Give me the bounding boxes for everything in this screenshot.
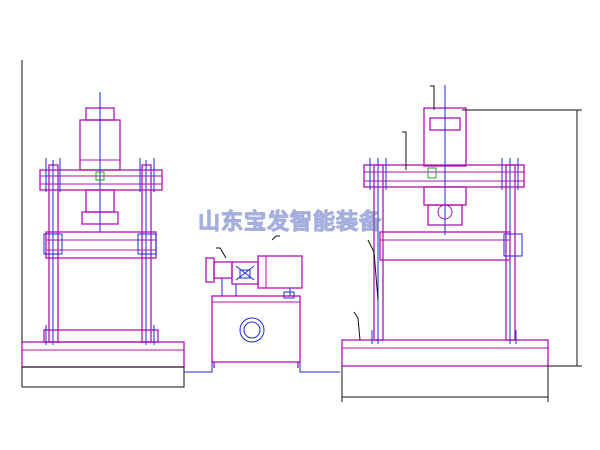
left-press-base	[21, 341, 185, 368]
right-press-base	[341, 339, 549, 367]
hydraulic-motor	[257, 255, 303, 289]
hydraulic-tank	[211, 295, 301, 363]
right-press-center-mark	[427, 167, 437, 179]
valve-block	[213, 261, 233, 279]
right-press	[341, 85, 549, 367]
left-press-foundation	[21, 366, 185, 388]
left-press-ram-plate	[81, 211, 119, 225]
hydraulic-power-unit	[205, 235, 303, 368]
dimension-lines	[21, 60, 582, 402]
watermark-text: 山东宝发智能装备	[198, 210, 383, 236]
left-press	[21, 92, 185, 388]
tank-sight-window	[239, 317, 265, 343]
oil-pipe	[184, 362, 213, 373]
right-press-moving-platen	[379, 231, 511, 261]
right-press-top-crown	[363, 164, 525, 188]
left-press-work-table	[43, 329, 159, 343]
left-press-center-mark	[95, 171, 105, 181]
